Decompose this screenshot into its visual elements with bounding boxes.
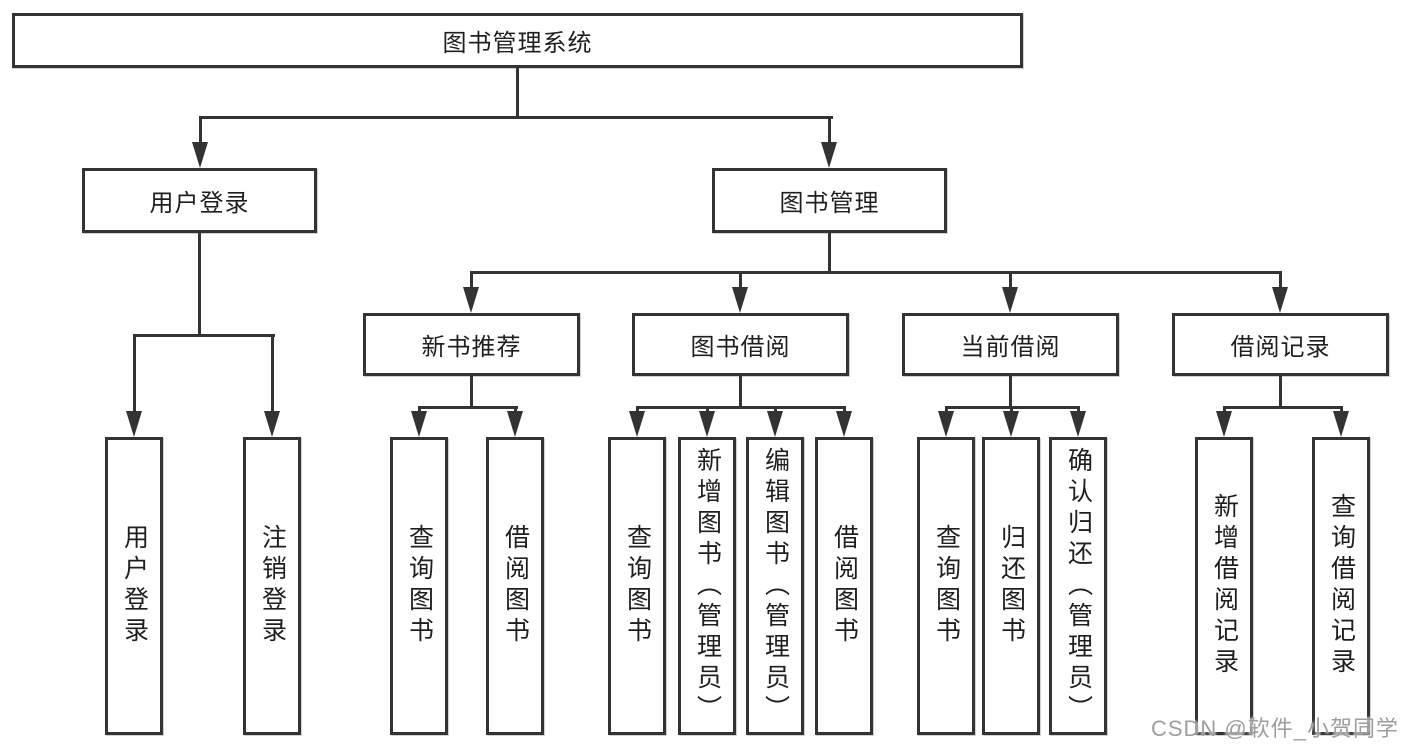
connector-line — [1009, 271, 1012, 291]
connector-line — [470, 376, 473, 409]
connector-line — [739, 376, 742, 409]
arrow-down-icon — [192, 142, 208, 168]
node-borrowing-records-label: 借阅记录 — [1230, 334, 1331, 361]
leaf-query-borrow-record-label: 查询借阅记录 — [1327, 493, 1356, 679]
leaf-borrow-books: 借阅图书 — [815, 437, 873, 735]
arrow-down-icon — [1333, 411, 1349, 437]
node-book-management: 图书管理 — [712, 168, 947, 233]
connector-line — [828, 116, 831, 146]
arrow-down-icon — [732, 287, 748, 313]
arrow-down-icon — [767, 411, 783, 437]
leaf-logout-label: 注销登录 — [258, 524, 287, 648]
leaf-borrow-books-label: 借阅图书 — [830, 524, 859, 648]
node-user-login-label: 用户登录 — [149, 190, 250, 217]
connector-line — [470, 271, 1282, 274]
csdn-watermark: CSDN @软件_小贺同学 — [1150, 716, 1399, 741]
leaf-edit-books-admin-label: 编辑图书（管理员） — [761, 446, 790, 726]
connector-line — [1279, 376, 1282, 409]
arrow-down-icon — [821, 142, 837, 168]
connector-line — [199, 116, 202, 146]
leaf-add-borrow-record: 新增借阅记录 — [1195, 437, 1253, 735]
node-book-management-label: 图书管理 — [779, 190, 880, 217]
connector-line — [1223, 406, 1342, 409]
arrow-down-icon — [1003, 411, 1019, 437]
connector-line — [1009, 376, 1012, 409]
leaf-query-borrow-record: 查询借阅记录 — [1312, 437, 1370, 735]
leaf-add-books-admin-label: 新增图书（管理员） — [693, 446, 722, 726]
leaf-return-books-label: 归还图书 — [997, 524, 1026, 648]
arrow-down-icon — [699, 411, 715, 437]
leaf-add-books-admin: 新增图书（管理员） — [678, 437, 736, 735]
arrow-down-icon — [1070, 411, 1086, 437]
node-book-borrowing-label: 图书借阅 — [690, 334, 791, 361]
connector-line — [739, 271, 742, 291]
leaf-confirm-return-admin: 确认归还（管理员） — [1049, 437, 1107, 735]
node-borrowing-records: 借阅记录 — [1172, 313, 1389, 376]
arrow-down-icon — [1216, 411, 1232, 437]
leaf-query-books-recommend-label: 查询图书 — [405, 524, 434, 648]
arrow-down-icon — [411, 411, 427, 437]
leaf-borrow-books-recommend: 借阅图书 — [486, 437, 544, 735]
leaf-query-books-borrowing: 查询图书 — [608, 437, 666, 735]
leaf-query-books-borrowing-label: 查询图书 — [623, 524, 652, 648]
leaf-user-login-label: 用户登录 — [120, 524, 149, 648]
node-book-borrowing: 图书借阅 — [632, 313, 849, 376]
leaf-confirm-return-admin-label: 确认归还（管理员） — [1064, 446, 1093, 726]
connector-line — [133, 334, 275, 337]
leaf-add-borrow-record-label: 新增借阅记录 — [1210, 493, 1239, 679]
connector-line — [516, 68, 519, 118]
node-current-borrowing-label: 当前借阅 — [960, 334, 1061, 361]
connector-line — [828, 233, 831, 274]
arrow-down-icon — [507, 411, 523, 437]
node-user-login: 用户登录 — [82, 168, 317, 233]
connector-line — [1279, 271, 1282, 291]
node-new-book-recommend-label: 新书推荐 — [421, 334, 522, 361]
arrow-down-icon — [1272, 287, 1288, 313]
connector-line — [133, 334, 136, 414]
arrow-down-icon — [938, 411, 954, 437]
connector-line — [470, 271, 473, 291]
leaf-edit-books-admin: 编辑图书（管理员） — [746, 437, 804, 735]
arrow-down-icon — [264, 411, 280, 437]
arrow-down-icon — [1002, 287, 1018, 313]
leaf-query-books-current-label: 查询图书 — [932, 524, 961, 648]
node-root-label: 图书管理系统 — [442, 30, 593, 57]
leaf-logout: 注销登录 — [243, 437, 301, 735]
leaf-return-books: 归还图书 — [982, 437, 1040, 735]
connector-line — [418, 406, 518, 409]
arrow-down-icon — [126, 411, 142, 437]
node-new-book-recommend: 新书推荐 — [363, 313, 580, 376]
connector-line — [199, 116, 833, 119]
leaf-borrow-books-recommend-label: 借阅图书 — [501, 524, 530, 648]
leaf-query-books-recommend: 查询图书 — [390, 437, 448, 735]
leaf-query-books-current: 查询图书 — [917, 437, 975, 735]
connector-line — [198, 233, 201, 336]
leaf-user-login: 用户登录 — [105, 437, 163, 735]
arrow-down-icon — [629, 411, 645, 437]
connector-line — [271, 334, 274, 414]
node-current-borrowing: 当前借阅 — [902, 313, 1119, 376]
connector-line — [636, 406, 846, 409]
arrow-down-icon — [463, 287, 479, 313]
node-root: 图书管理系统 — [12, 13, 1023, 68]
arrow-down-icon — [836, 411, 852, 437]
